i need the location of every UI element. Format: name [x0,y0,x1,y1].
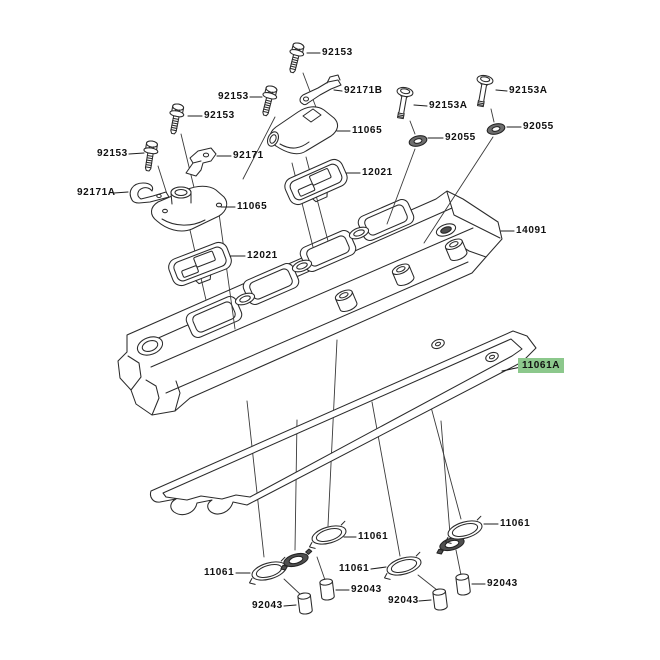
valve-cover-11065-right-drawing [266,106,339,155]
bolt-92153A-1 [391,85,415,121]
bolt-92153A-2 [471,73,495,109]
label-dashes [113,52,522,607]
bolt-92153-1 [257,84,280,118]
part-label-11061[interactable]: 11061 [358,531,389,542]
pin-92043-1 [297,591,314,616]
valve-cover-drawing [117,190,503,416]
part-label-92153A[interactable]: 92153A [429,100,468,111]
leader-lines-lower [246,339,462,596]
pin-92043-3 [432,587,449,612]
gasket-drawing[interactable] [150,330,537,516]
part-label-12021[interactable]: 12021 [362,167,393,178]
valve-cover-11065-left-drawing [150,185,228,232]
part-label-92171B[interactable]: 92171B [344,85,383,96]
part-label-11061A-highlighted[interactable]: 11061A [518,358,565,373]
part-label-12021[interactable]: 12021 [247,250,278,261]
part-label-92171[interactable]: 92171 [233,150,264,161]
part-label-11061[interactable]: 11061 [500,518,531,529]
part-label-11061[interactable]: 11061 [204,567,235,578]
part-label-11065[interactable]: 11065 [237,201,268,212]
part-label-92153[interactable]: 92153 [97,148,128,159]
part-label-92043[interactable]: 92043 [252,600,283,611]
ring-11061-1b [277,547,316,572]
part-label-92153[interactable]: 92153 [204,110,235,121]
part-label-92153A[interactable]: 92153A [509,85,548,96]
part-label-14091[interactable]: 14091 [516,225,547,236]
part-label-92055[interactable]: 92055 [445,132,476,143]
part-label-92043[interactable]: 92043 [388,595,419,606]
ring-11061-1 [244,556,291,587]
part-label-92153[interactable]: 92153 [322,47,353,58]
pin-92043-4 [455,572,472,597]
bolt-92153-3 [140,139,160,173]
bolt-92153-top [284,41,307,75]
part-label-92153[interactable]: 92153 [218,91,249,102]
clamp-92171A-drawing [129,182,170,204]
part-label-92171A[interactable]: 92171A [77,187,116,198]
part-label-92055[interactable]: 92055 [523,121,554,132]
bracket-92171B-drawing [299,74,342,106]
part-label-92043[interactable]: 92043 [351,584,382,595]
ring-11061-3 [379,551,426,582]
plate-12021-left [165,239,236,293]
bolt-92153-2 [165,102,187,136]
part-label-11061[interactable]: 11061 [339,563,370,574]
washer-92055-2 [485,121,507,137]
part-label-92043[interactable]: 92043 [487,578,518,589]
part-label-11065[interactable]: 11065 [352,125,383,136]
washer-92055-1 [407,133,429,149]
bracket-92171-drawing [185,147,217,177]
pin-92043-2 [319,577,336,602]
